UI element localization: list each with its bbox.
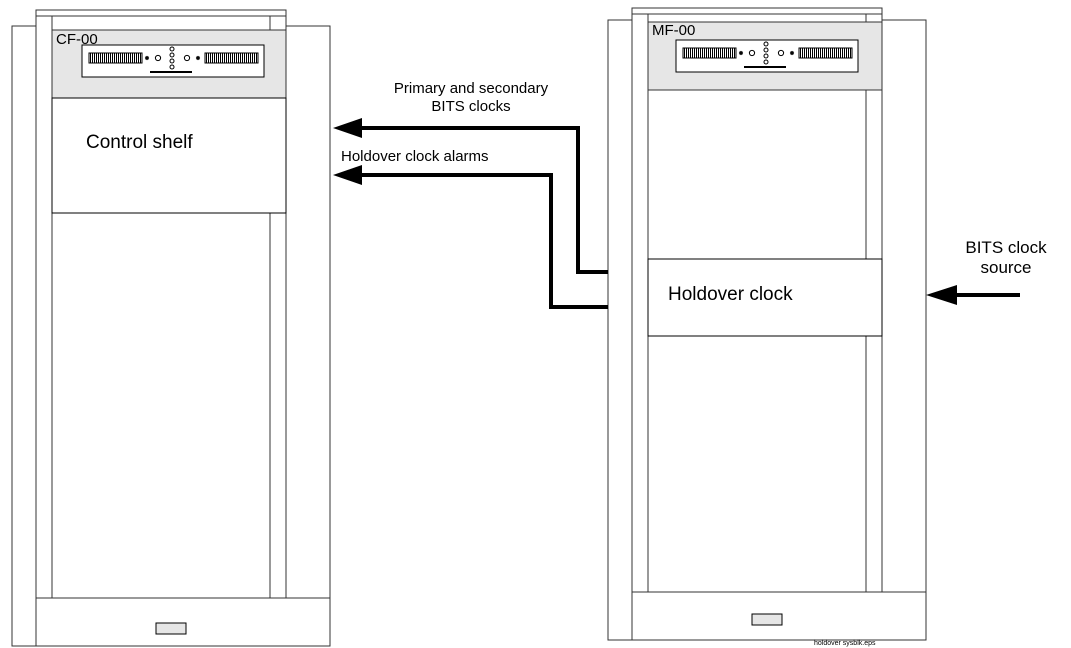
bits-source-label-line2: source bbox=[980, 258, 1031, 277]
indicator-dot bbox=[195, 55, 201, 61]
bits-clock-line bbox=[360, 126, 608, 274]
control-shelf-label: Control shelf bbox=[86, 132, 193, 153]
holdover-alarms-label: Holdover clock alarms bbox=[341, 148, 489, 165]
bits-source-label-line1: BITS clock bbox=[965, 238, 1047, 257]
indicator-led bbox=[777, 49, 785, 57]
base-badge bbox=[751, 613, 783, 626]
alarm-arrowhead bbox=[333, 165, 362, 185]
indicator-led bbox=[763, 59, 769, 65]
file-name-caption: holdover sysblk.eps bbox=[814, 640, 876, 647]
vent-grille-left bbox=[682, 47, 737, 59]
indicator-led bbox=[169, 58, 175, 64]
cabinet-tag-mf: MF-00 bbox=[652, 22, 695, 39]
cabinet-cf-00 bbox=[11, 9, 331, 647]
primary-clocks-label-line1: Primary and secondary bbox=[394, 80, 549, 97]
primary-clocks-label-line2: BITS clocks bbox=[431, 98, 510, 115]
control-shelf-box bbox=[51, 97, 287, 214]
arrowheads bbox=[333, 118, 957, 305]
cabinet-mf-00 bbox=[607, 7, 927, 641]
indicator-led bbox=[763, 41, 769, 47]
signal-connectors bbox=[360, 126, 1020, 309]
cabinet-base bbox=[35, 597, 331, 647]
indicator-led bbox=[169, 52, 175, 58]
indicator-led bbox=[154, 54, 162, 62]
indicator-led bbox=[169, 64, 175, 70]
bits-clock-arrowhead bbox=[333, 118, 362, 138]
cabinet-top-cap bbox=[631, 7, 883, 15]
indicator-led bbox=[748, 49, 756, 57]
indicator-dot bbox=[738, 50, 744, 56]
bits-source-arrowhead bbox=[926, 285, 957, 305]
indicator-led bbox=[169, 46, 175, 52]
indicator-led bbox=[763, 53, 769, 59]
cabinet-tag-cf: CF-00 bbox=[56, 31, 98, 48]
indicator-dot bbox=[144, 55, 150, 61]
alarm-line bbox=[360, 173, 608, 309]
vent-grille-left bbox=[88, 52, 143, 64]
cabinet-top-cap bbox=[35, 9, 287, 17]
vent-grille-right bbox=[798, 47, 853, 59]
holdover-clock-label: Holdover clock bbox=[668, 284, 793, 305]
vent-grille-right bbox=[204, 52, 259, 64]
base-badge bbox=[155, 622, 187, 635]
indicator-led bbox=[763, 47, 769, 53]
indicator-led bbox=[183, 54, 191, 62]
holdover-clock-box bbox=[647, 258, 883, 337]
indicator-dot bbox=[789, 50, 795, 56]
